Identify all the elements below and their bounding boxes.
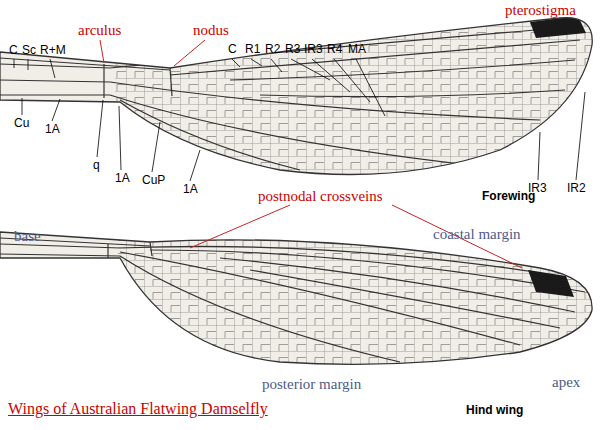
forewing xyxy=(0,0,600,200)
vein-label: IR2 xyxy=(567,182,586,195)
vein-term: nodus xyxy=(193,22,229,39)
vein-label: R1 xyxy=(245,43,260,56)
vein-label: q xyxy=(93,159,100,172)
vein-label: 1A xyxy=(183,183,198,196)
wing-part: base xyxy=(14,228,41,245)
vein-label: 1A xyxy=(45,123,60,136)
vein-term: pterostigma xyxy=(505,2,576,19)
vein-label: R4 xyxy=(327,43,342,56)
wing-name: Forewing xyxy=(482,190,535,203)
vein-label: Sc xyxy=(22,44,36,57)
vein-label: 1A xyxy=(115,172,130,185)
vein-term: arculus xyxy=(78,22,121,39)
wing-name: Hind wing xyxy=(466,404,523,417)
wing-part: posterior margin xyxy=(262,376,361,393)
vein-label: C xyxy=(9,44,18,57)
black-leaders xyxy=(14,59,585,181)
vein-label: MA xyxy=(348,43,366,56)
wing-part: apex xyxy=(552,374,580,391)
hindwing xyxy=(0,220,600,380)
vein-label: R3 xyxy=(285,43,300,56)
figure-title: Wings of Australian Flatwing Damselfly xyxy=(8,400,268,418)
wing-part: coastal margin xyxy=(433,226,521,243)
red-leaders xyxy=(100,40,522,268)
vein-label: R2 xyxy=(265,43,280,56)
vein-label: CuP xyxy=(142,174,165,187)
vein-label: R+M xyxy=(40,44,66,57)
vein-term: postnodal crossveins xyxy=(258,188,383,205)
vein-label: Cu xyxy=(14,117,29,130)
vein-label: IR3 xyxy=(304,43,323,56)
vein-label: C xyxy=(228,43,237,56)
